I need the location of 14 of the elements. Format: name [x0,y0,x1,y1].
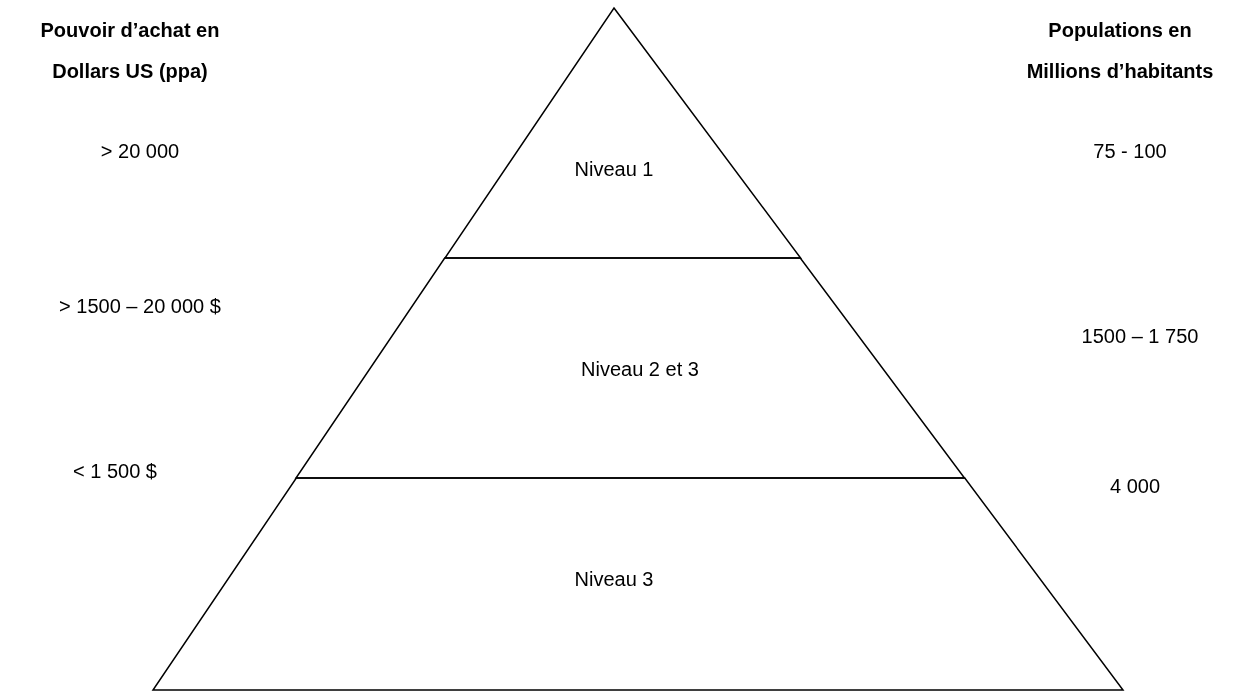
population-value: 4 000 [1109,475,1161,498]
tier-label: Niveau 1 [574,158,654,181]
pyramid-tier [296,258,965,478]
pyramid-top-tier [445,8,801,258]
purchasing-power-value: > 1500 – 20 000 $ [59,295,221,318]
tier-label: Niveau 3 [574,568,654,591]
column-heading: Populations en Millions d’habitants [1025,18,1215,84]
column-heading: Pouvoir d’achat en Dollars US (ppa) [39,18,221,84]
population-value: 1500 – 1 750 [1081,325,1199,348]
purchasing-power-value: > 20 000 [100,140,180,163]
tier-label: Niveau 2 et 3 [581,358,699,381]
population-value: 75 - 100 [1093,140,1167,163]
pyramid-tier [153,478,1123,690]
purchasing-power-value: < 1 500 $ [73,460,157,483]
